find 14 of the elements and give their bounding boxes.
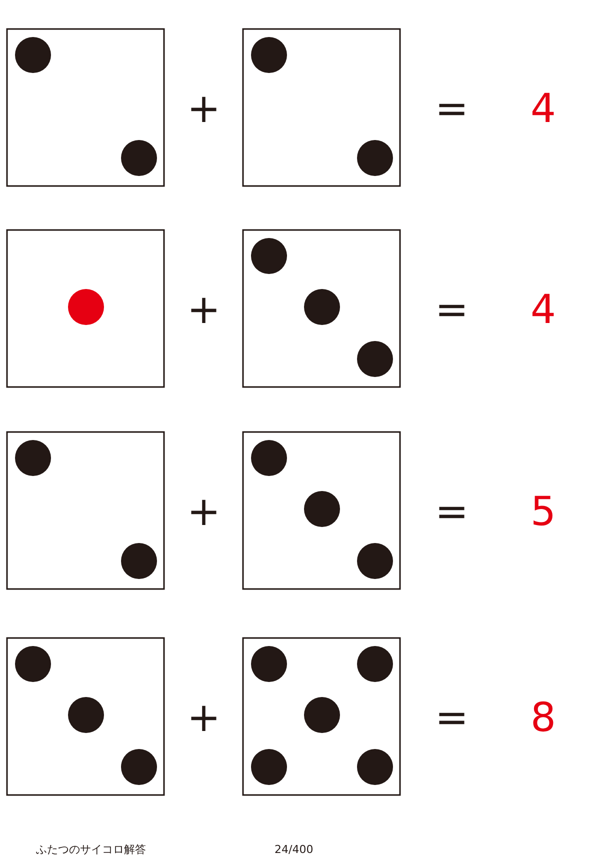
equals-sign: = <box>435 492 469 532</box>
equals-sign: = <box>435 89 469 129</box>
answer-number: 8 <box>530 698 556 738</box>
answer-number: 4 <box>530 290 556 330</box>
footer-title: ふたつのサイコロ解答 <box>36 844 146 854</box>
answer-number: 4 <box>530 89 556 129</box>
plus-sign: + <box>187 89 221 129</box>
plus-sign: + <box>187 290 221 330</box>
plus-sign: + <box>187 698 221 738</box>
answer-number: 5 <box>530 492 556 532</box>
equals-sign: = <box>435 290 469 330</box>
equals-sign: = <box>435 698 469 738</box>
page-number: 24/400 <box>274 844 314 854</box>
plus-sign: + <box>187 492 221 532</box>
